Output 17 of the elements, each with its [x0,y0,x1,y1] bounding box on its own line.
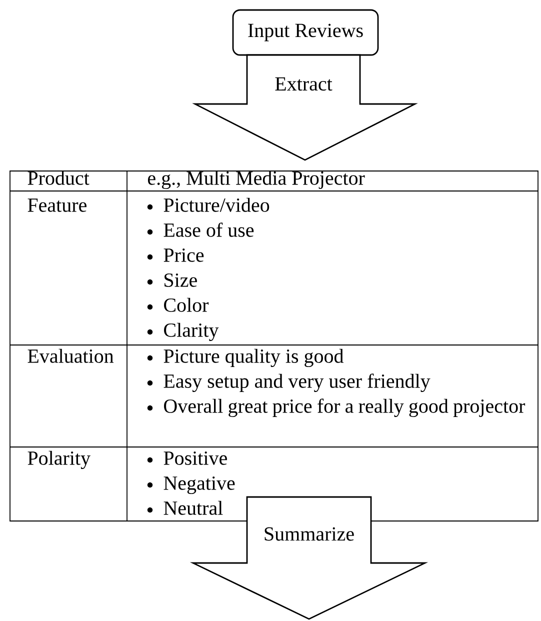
bullet-item: Picture/video [147,198,270,212]
bullet-item: Easy setup and very user friendly [147,374,430,392]
bullet-item: Picture quality is good [147,348,344,368]
bullet-item: Overall great price for a really good projector [147,398,526,418]
bullet-item: Size [147,273,197,287]
bullet-item: Negative [147,476,235,494]
node-label: Summarize [264,527,354,541]
bullet-item: Clarity [147,322,219,342]
table-cell-text: e.g., Multi Media Projector [148,170,365,190]
bullet-item: Price [147,248,204,262]
bullet-item: Positive [147,451,227,465]
bullet-item: Ease of use [147,222,254,237]
table-cell-text: Evaluation [28,348,114,363]
table-cell-text: Product [28,170,90,185]
bullet-item: Color [147,298,209,312]
table-cell-text: Polarity [28,450,90,470]
table-cell-text: Feature [28,198,86,212]
